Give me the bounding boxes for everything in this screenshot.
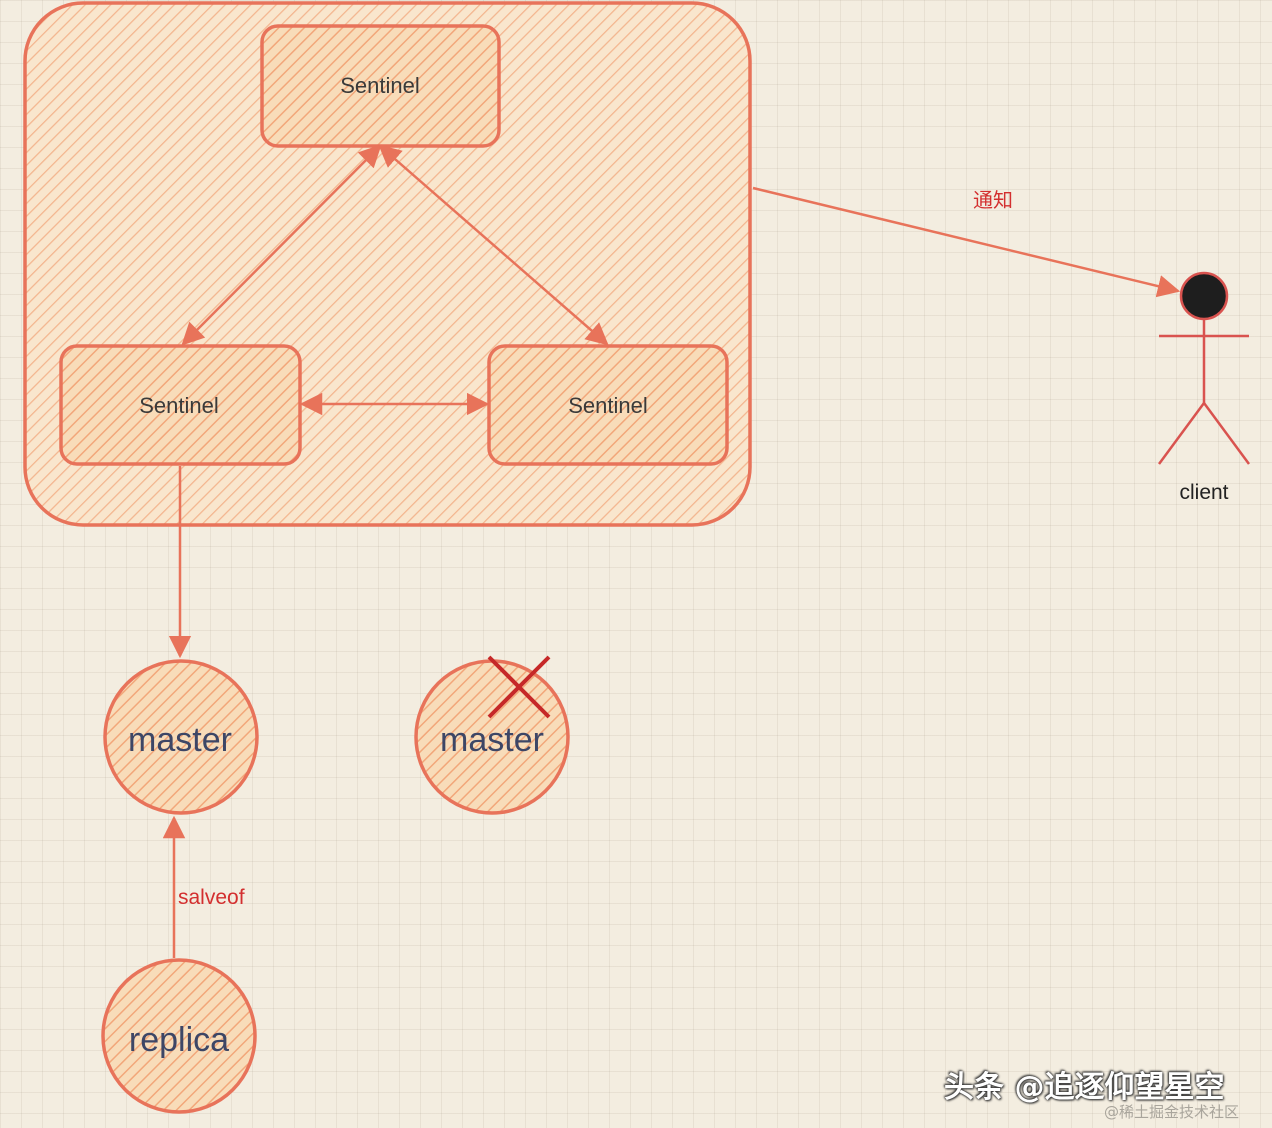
edge-sentinel-top-left [181,144,382,346]
sentinel-label: Sentinel [568,393,648,418]
replica-label: replica [129,1021,229,1059]
replica-node: replica [101,958,257,1114]
edge-notify-client [752,186,1181,298]
master-node-failed: master [414,659,570,815]
client-label: client [1179,481,1228,504]
master-label: master [128,721,232,759]
sentinel-node-left: Sentinel [59,344,302,466]
master-node-new: master [103,659,259,815]
notify-label: 通知 [973,189,1013,212]
sentinel-node-right: Sentinel [487,344,729,466]
sentinel-label: Sentinel [139,393,219,418]
master-label: master [440,721,544,759]
sentinel-node-top: Sentinel [260,24,501,148]
failed-cross-icon [487,655,551,719]
edge-sentinel-top-right [378,144,609,346]
watermark-sub: @稀土掘金技术社区 [1104,1103,1240,1121]
client-actor-icon [1157,271,1251,465]
sentinel-label: Sentinel [340,73,420,98]
watermark-main: 头条 @追逐仰望星空 [944,1070,1225,1105]
slaveof-label: salveof [178,886,245,909]
client-head [1179,271,1229,321]
